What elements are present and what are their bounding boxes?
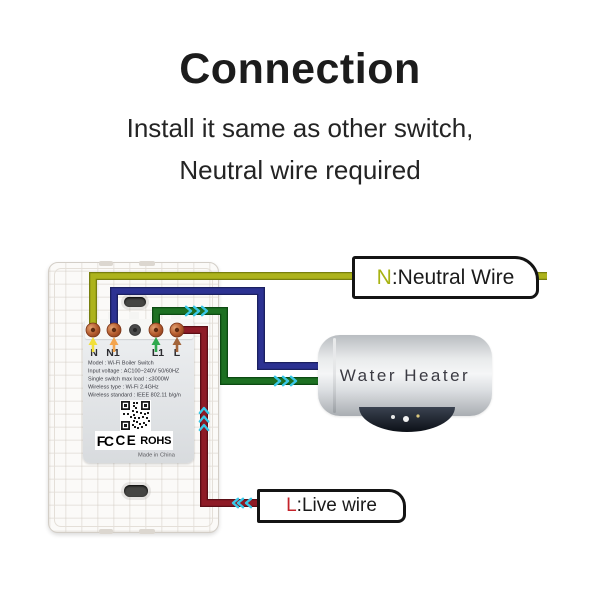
certification-marks: FC CE ROHS	[95, 431, 173, 450]
live-letter: L	[286, 495, 297, 516]
mount-notch	[139, 261, 155, 266]
indicator-light	[403, 416, 409, 422]
mount-notch	[99, 261, 113, 266]
bottom-slot	[124, 485, 148, 497]
page-title: Connection	[179, 45, 421, 93]
heater-control-dome	[359, 407, 455, 432]
spec-text: Model : Wi-Fi Boiler Switch Input voltag…	[88, 359, 203, 399]
terminal-label-n: N	[90, 347, 98, 359]
neutral-letter: N	[376, 265, 392, 289]
indicator-light	[416, 414, 420, 418]
qr-code-icon	[120, 400, 151, 431]
water-heater: Water Heater	[318, 335, 492, 432]
mount-notch	[139, 529, 155, 534]
water-heater-label: Water Heater	[339, 365, 471, 385]
mount-notch	[99, 529, 113, 534]
subtitle-line-2: Neutral wire required	[179, 155, 421, 185]
neutral-name: Neutral Wire	[397, 265, 515, 289]
rohs-mark-icon: ROHS	[140, 434, 172, 447]
spec-line: Model : Wi-Fi Boiler Switch	[88, 360, 154, 366]
fcc-mark-icon: FC	[96, 432, 114, 449]
terminal-label-l: L	[173, 347, 181, 359]
terminal-block	[85, 319, 193, 339]
neutral-wire-callout: N:Neutral Wire	[352, 256, 539, 299]
spec-line: Input voltage : AC100~240V 50/60HZ	[88, 368, 180, 374]
live-name: Live wire	[301, 495, 377, 516]
spec-line: Single switch max load : ≤3000W	[88, 376, 169, 382]
made-in-text: Made in China	[138, 452, 175, 459]
terminal-label-l1: L1	[151, 347, 165, 359]
terminal-label-n1: N1	[106, 347, 120, 359]
ce-mark-icon: CE	[115, 433, 138, 448]
live-separator: :	[296, 495, 302, 516]
spec-line: Wireless standard : IEEE 802.11 b/g/n	[88, 392, 181, 398]
indicator-light	[391, 415, 395, 419]
spec-line: Wireless type : Wi-Fi 2.4GHz	[88, 384, 159, 390]
subtitle-line-1: Install it same as other switch,	[126, 113, 474, 143]
heater-end-seam	[333, 338, 336, 413]
wifi-boiler-switch: N N1 L1 L Model : Wi-Fi Boiler Switch In…	[48, 261, 219, 534]
live-wire-callout: L:Live wire	[257, 489, 406, 523]
top-slot	[124, 297, 146, 307]
